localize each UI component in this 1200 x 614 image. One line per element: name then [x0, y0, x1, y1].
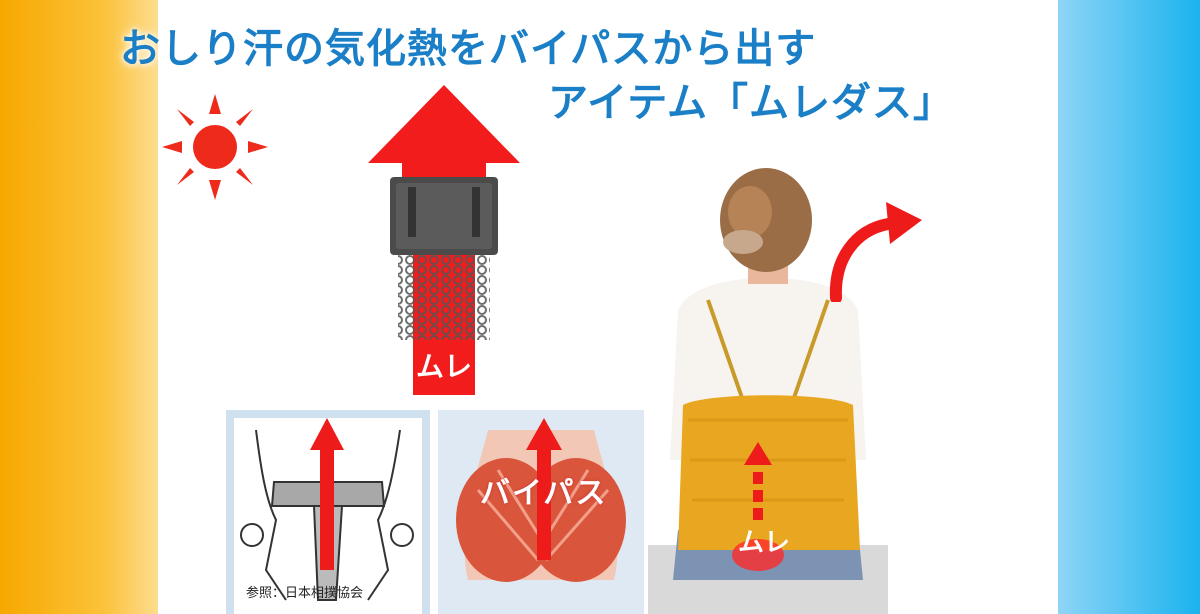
mure-person-label: ムレ [738, 528, 791, 558]
person-back-illustration [648, 168, 888, 614]
up-arrow-icon [368, 85, 520, 195]
bypass-label: バイパス [480, 476, 608, 511]
sumo-panel: 参照：日本相撲協会 [226, 410, 430, 614]
curved-arrow-icon [829, 202, 922, 302]
product-illustration [368, 85, 520, 395]
mure-product-label: ムレ [416, 350, 473, 383]
reference-caption: 参照：日本相撲協会 [246, 586, 364, 601]
sun-icon [162, 94, 268, 200]
muscle-panel: バイパス [438, 410, 644, 614]
title-line-1: おしり汗の気化熱をバイパスから出す [120, 26, 817, 72]
title-line-2: アイテム「ムレダス」 [548, 80, 954, 126]
